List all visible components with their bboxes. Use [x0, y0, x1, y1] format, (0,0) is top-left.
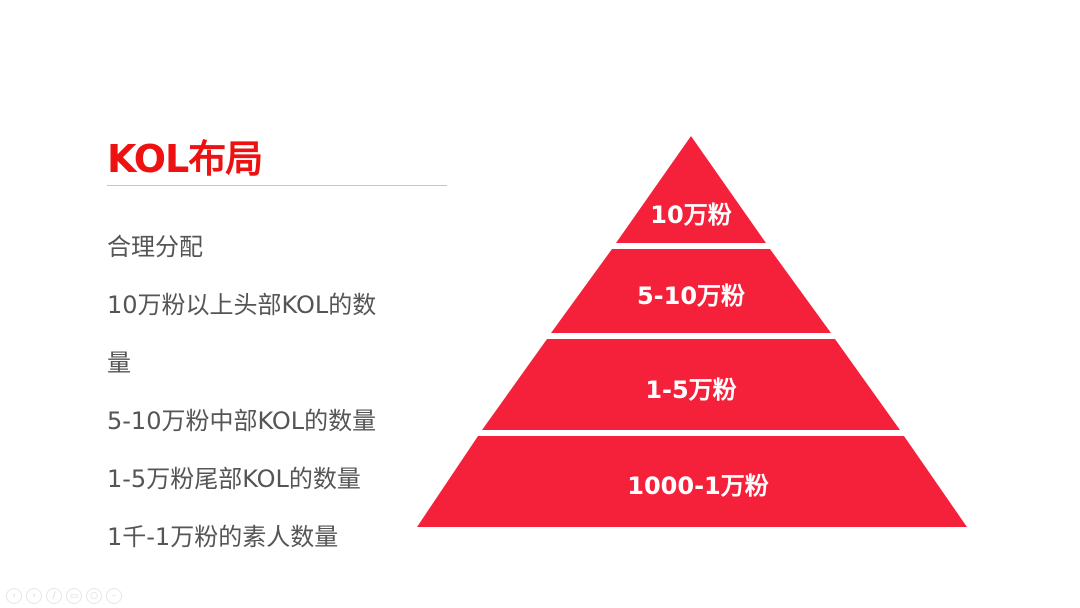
title-divider [107, 185, 447, 186]
slide-title: KOL布局 [107, 137, 263, 181]
slides-icon[interactable]: ▭ [66, 588, 82, 604]
list-item: 合理分配 [107, 233, 203, 261]
slideshow-toolbar: ‹ › / ▭ ○ – [6, 588, 122, 604]
band-label: 5-10万粉 [637, 282, 745, 310]
zoom-icon[interactable]: ○ [86, 588, 102, 604]
more-icon[interactable]: – [106, 588, 122, 604]
list-item: 5-10万粉中部KOL的数量 [107, 407, 377, 435]
next-icon[interactable]: › [26, 588, 42, 604]
list-item: 1-5万粉尾部KOL的数量 [107, 465, 361, 493]
pen-icon[interactable]: / [46, 588, 62, 604]
pyramid-band-2 [551, 249, 831, 333]
pyramid-band-top [616, 136, 766, 243]
list-item: 10万粉以上头部KOL的数 [107, 291, 377, 319]
prev-icon[interactable]: ‹ [6, 588, 22, 604]
pyramid-band-3 [482, 339, 900, 430]
list-item: 1千-1万粉的素人数量 [107, 523, 339, 551]
band-label: 1000-1万粉 [627, 472, 768, 500]
list-item: 量 [107, 349, 131, 377]
pyramid-band-4 [417, 436, 967, 527]
band-label: 10万粉 [650, 201, 731, 229]
bullet-list: 合理分配 10万粉以上头部KOL的数 量 5-10万粉中部KOL的数量 1-5万… [107, 218, 427, 566]
band-label: 1-5万粉 [645, 376, 736, 404]
